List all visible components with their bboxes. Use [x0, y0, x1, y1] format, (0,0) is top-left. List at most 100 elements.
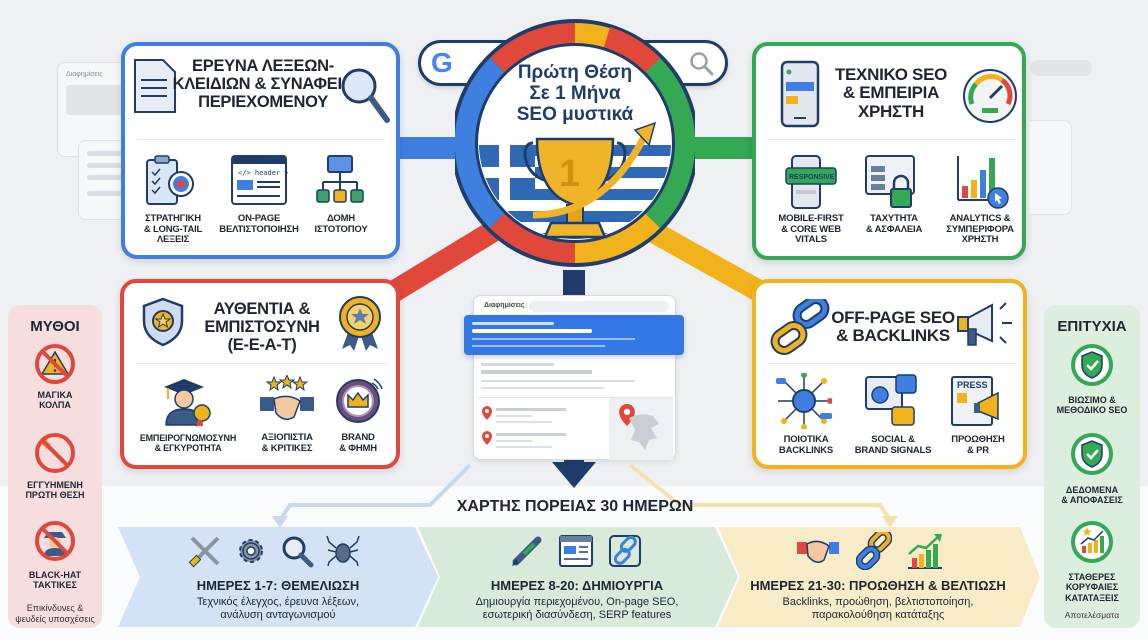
myths-title: ΜΥΘΟΙ	[30, 318, 80, 335]
eeat-item-trust-label: ΑΞΙΟΠΙΣΤΙΑ& ΚΡΙΤΙΚΕΣ	[261, 432, 313, 454]
chain-link-icon	[770, 299, 830, 355]
offpage-item-social-label: SOCIAL &BRAND SIGNALS	[854, 434, 932, 456]
server-lock-icon	[865, 155, 915, 208]
document-icon	[134, 59, 176, 113]
card-eeat: ΑΥΘΕΝΤΙΑ &ΕΜΠΙΣΤΟΣΥΝΗ(E-E-A-T) ΕΜΠΕΙΡΟΓΝ…	[120, 279, 400, 469]
background-image-mockup-right	[1030, 120, 1072, 215]
link-icon	[609, 535, 641, 567]
hub-title-line3: SEO μυστικά	[516, 103, 634, 125]
roadmap-chevrons	[118, 527, 1040, 627]
award-ribbon-icon	[339, 296, 381, 351]
growth-chart-star-icon	[1071, 521, 1113, 563]
success-panel: ΕΠΙΤΥΧΙΑ ΒΙΩΣΙΜΟ &ΜΕΘΟΔΙΚΟ SEO ΔΕΔΟΜΕΝΑ&…	[1044, 305, 1140, 628]
phase-1-desc: Τεχνικός έλεγχος, έρευνα λέξεων,ανάλυση …	[196, 596, 360, 622]
link-network-icon	[776, 373, 832, 429]
serp-ads-label: Διαφημίσεις	[484, 302, 525, 309]
serp-ad-result-highlight[interactable]	[464, 315, 684, 355]
sitemap-icon	[316, 155, 364, 203]
ghost-ads-label: Διαφημίσεις	[66, 71, 103, 78]
analytics-chart-icon	[957, 156, 1009, 209]
trophy-number: 1	[559, 153, 581, 195]
phase-2-title: ΗΜΕΡΕΣ 8-20: ΔΗΜΙΟΥΡΓΙΑ	[490, 578, 664, 593]
pen-icon	[512, 536, 542, 566]
card-offpage-seo-title: OFF-PAGE SEO& BACKLINKS	[831, 308, 955, 346]
myths-note: Επικίνδυνες &ψευδείς υποσχέσεις	[15, 603, 95, 624]
success-item-data-label: ΔΕΔΟΜΕΝΑ& ΑΠΟΦΑΣΕΙΣ	[1061, 485, 1123, 506]
google-logo: G	[431, 47, 453, 78]
roadmap-phase-3: ΗΜΕΡΕΣ 21-30: ΠΡΟΩΘΗΣΗ & ΒΕΛΤΙΩΣΗ Backli…	[728, 527, 1028, 627]
success-note: Αποτελέσματα	[1064, 610, 1120, 620]
phase-3-desc: Backlinks, προώθηση, βελτιστοποίηση,παρα…	[782, 596, 974, 622]
background-searchbar-right	[1030, 60, 1092, 76]
hub-title: Πρώτη Θέση Σε 1 Μήνα SEO μυστικά	[455, 62, 695, 126]
clipboard-target-icon	[146, 155, 194, 205]
hub-circle: Πρώτη Θέση Σε 1 Μήνα SEO μυστικά 1	[455, 15, 695, 273]
press-megaphone-icon: PRESS	[951, 376, 999, 426]
gear-icon	[239, 539, 263, 563]
serp-local-pack	[478, 397, 673, 460]
megaphone-icon	[957, 302, 1012, 346]
svg-text:RESPONSIVE: RESPONSIVE	[789, 174, 835, 181]
trophy-icon	[523, 121, 657, 239]
roadmap-title: ΧΑΡΤΗΣ ΠΟΡΕΙΑΣ 30 ΗΜΕΡΩΝ	[456, 498, 694, 515]
card-eeat-title: ΑΥΘΕΝΤΙΑ &ΕΜΠΙΣΤΟΣΥΝΗ(E-E-A-T)	[204, 300, 320, 354]
success-title: ΕΠΙΤΥΧΙΑ	[1057, 318, 1127, 335]
handshake-icon	[797, 540, 839, 563]
handshake-stars-icon	[260, 375, 314, 420]
phase-2-desc: Δημιουργία περιεχομένου, On-page SEO,εσω…	[475, 596, 679, 622]
eeat-item-expertise-label: ΕΜΠΕΙΡΟΓΝΩΜΟΣΥΝΗ& ΕΓΚΥΡΟΤΗΤΑ	[139, 433, 237, 454]
search-icon[interactable]	[689, 51, 715, 77]
magnifier-icon	[341, 68, 390, 123]
eeat-item-brand-label: BRAND& ΦΗΜΗ	[339, 432, 377, 454]
svg-text:</> header >: </> header >	[238, 169, 288, 177]
serp-organic-result	[481, 363, 641, 413]
phase-3-title: ΗΜΕΡΕΣ 21-30: ΠΡΟΩΘΗΣΗ & ΒΕΛΤΙΩΣΗ	[750, 578, 1006, 593]
hub-title-line2: Σε 1 Μήνα	[529, 82, 621, 104]
greece-map-thumbnail	[609, 398, 673, 460]
magnifier-icon	[282, 536, 314, 568]
shield-star-icon	[142, 297, 184, 347]
tech-item-speed-label: ΤΑΧΥΤΗΤΑ& ΑΣΦΑΛΕΙΑ	[865, 213, 923, 235]
social-share-icon	[865, 374, 917, 426]
spider-icon	[326, 535, 360, 567]
shield-check-icon	[1071, 344, 1113, 386]
no-magic-wand-icon	[35, 433, 75, 473]
no-warning-icon	[35, 344, 75, 384]
mobile-phone-icon	[780, 60, 820, 128]
no-hacker-icon	[35, 521, 75, 561]
roadmap-phase-2: ΗΜΕΡΕΣ 8-20: ΔΗΜΙΟΥΡΓΙΑ Δημιουργία περιε…	[432, 527, 722, 627]
crown-badge-icon	[336, 378, 383, 423]
shield-check-icon	[1071, 433, 1113, 475]
phase-1-title: ΗΜΕΡΕΣ 1-7: ΘΕΜΕΛΙΩΣΗ	[196, 578, 360, 593]
graduate-icon	[164, 379, 211, 427]
svg-text:PRESS: PRESS	[957, 380, 988, 390]
speedometer-icon	[963, 69, 1017, 123]
article-icon	[559, 535, 593, 567]
roadmap-phase-1: ΗΜΕΡΕΣ 1-7: ΘΕΜΕΛΙΩΣΗ Τεχνικός έλεγχος, …	[138, 527, 418, 627]
offpage-item-pr-label: ΠΡΟΩΘΗΣΗ& PR	[951, 434, 1005, 456]
tools-icon	[188, 536, 220, 568]
chain-link-icon	[856, 532, 892, 570]
browser-code-icon: </> header >	[231, 155, 288, 205]
hub-title-line1: Πρώτη Θέση	[517, 62, 633, 83]
success-item-sustainable-label: ΒΙΩΣΙΜΟ &ΜΕΘΟΔΙΚΟ SEO	[1056, 395, 1128, 416]
map-pin-icon	[482, 431, 492, 445]
map-pin-icon	[482, 406, 492, 420]
mobile-responsive-icon: RESPONSIVE	[785, 155, 837, 209]
